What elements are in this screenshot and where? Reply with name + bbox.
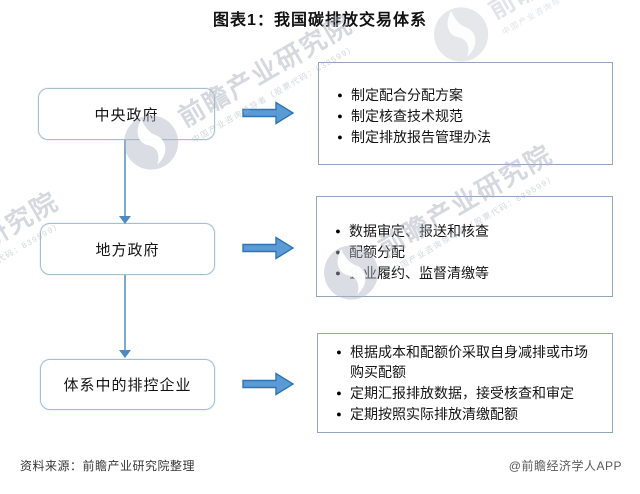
bullet-icon: ● [336,347,342,357]
bullet-icon: ● [337,90,343,100]
bullet-icon: ● [335,268,341,278]
down-arrowhead-icon [119,216,131,224]
flow-node-central-government: 中央政府 [38,88,215,140]
list-item: ● 定期汇报排放数据，接受核查和审定 [328,383,600,403]
list-item: ● 数据审定、报送和核查 [327,221,600,241]
bullet-icon: ● [337,132,343,142]
right-arrow-icon [242,372,295,396]
source-note: 资料来源：前瞻产业研究院整理 [20,459,196,473]
task-list-local-government: ● 数据审定、报送和核查 ● 配额分配 ● 企业履约、监督清缴等 [316,196,613,297]
bullet-icon: ● [336,409,342,419]
task-list-central-government: ● 制定配合分配方案 ● 制定核查技术规范 ● 制定排放报告管理办法 [318,62,613,165]
task-list-regulated-enterprises: ● 根据成本和配额价采取自身减排或市场购买配额 ● 定期汇报排放数据，接受核查和… [317,333,613,433]
chart-title: 图表1：我国碳排放交易体系 [213,12,427,29]
bullet-icon: ● [335,247,341,257]
list-item: ● 制定配合分配方案 [329,85,600,105]
down-arrowhead-icon [119,350,131,358]
list-item: ● 根据成本和配额价采取自身减排或市场购买配额 [328,342,600,382]
down-connector-line [124,273,126,351]
flow-node-label: 体系中的排控企业 [63,377,192,394]
flow-node-label: 地方政府 [95,241,160,259]
list-item: ● 企业履约、监督清缴等 [327,263,600,283]
list-item: ● 制定核查技术规范 [329,106,600,126]
list-item: ● 配额分配 [327,242,600,262]
bullet-icon: ● [337,111,343,121]
right-arrow-icon [242,101,295,125]
down-connector-line [124,138,126,217]
right-arrow-icon [242,236,295,260]
flow-node-regulated-enterprises: 体系中的排控企业 [40,359,215,410]
brand-note: @前瞻经济学人APP [508,459,622,473]
bullet-icon: ● [336,388,342,398]
list-item: ● 制定排放报告管理办法 [329,127,600,147]
bullet-icon: ● [335,226,341,236]
list-item: ● 定期按照实际排放清缴配额 [328,404,600,424]
flow-node-local-government: 地方政府 [40,223,215,275]
flow-node-label: 中央政府 [94,106,159,124]
